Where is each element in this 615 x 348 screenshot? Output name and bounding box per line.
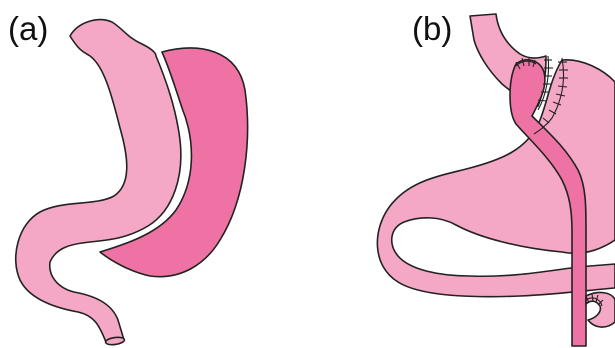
panel-a-diagram <box>16 20 248 346</box>
sleeve-stomach <box>16 20 181 342</box>
panel-b-diagram <box>377 14 615 346</box>
